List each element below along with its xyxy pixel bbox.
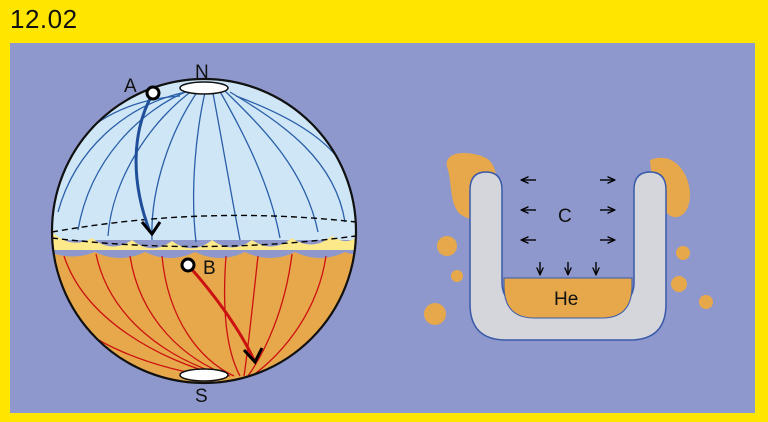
right-rim-blob — [650, 157, 690, 218]
droplet — [451, 270, 463, 282]
helium-layer — [503, 277, 633, 319]
droplet — [699, 295, 713, 309]
south-label: S — [195, 386, 208, 407]
trajectory-a — [134, 92, 155, 233]
flow-arrows — [522, 180, 614, 274]
point-b-marker — [180, 257, 196, 273]
north-pole-cap — [179, 81, 229, 95]
south-pole-cap — [179, 368, 229, 382]
droplet — [437, 236, 457, 256]
equator-dashed-front — [52, 235, 356, 248]
c-label: C — [558, 206, 572, 227]
equatorial-band — [52, 232, 356, 250]
north-label: N — [195, 62, 209, 83]
droplet — [676, 246, 690, 260]
northern-hemisphere — [52, 79, 356, 240]
droplet — [671, 276, 687, 292]
sphere-outline — [50, 77, 358, 385]
trajectory-b — [186, 263, 256, 361]
figure-number: 12.02 — [10, 4, 78, 34]
tube-diagram: C He — [424, 153, 713, 341]
point-a-label: A — [124, 76, 137, 97]
equator-dashed-back — [52, 214, 356, 233]
point-b-label: B — [203, 258, 216, 279]
trajectory-a-arrowhead — [140, 221, 162, 237]
droplet — [424, 303, 446, 325]
point-a-marker — [145, 85, 161, 101]
he-label: He — [554, 289, 578, 310]
sphere: N S A B — [50, 62, 358, 407]
trajectory-b-arrowhead — [242, 347, 264, 365]
